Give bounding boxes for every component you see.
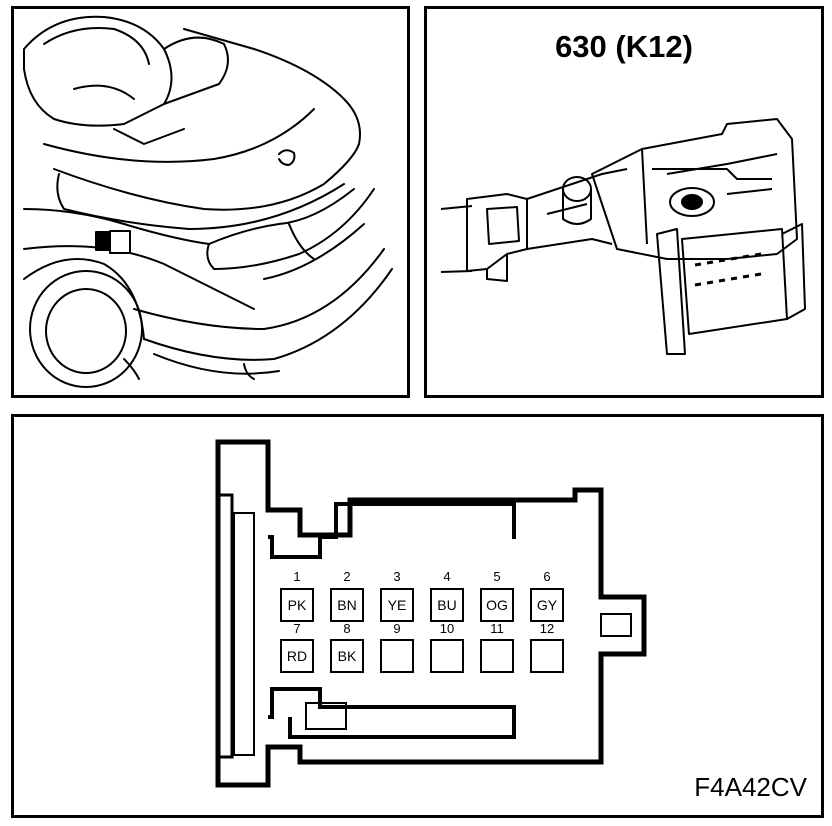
connector-title: 630 (K12) [555, 29, 693, 64]
pin-7-wire-color: RD [280, 639, 314, 673]
pin-5-wire-color: OG [480, 588, 514, 622]
pin-10-wire-color [430, 639, 464, 673]
pin-number-10: 10 [439, 621, 455, 636]
pin-9-wire-color [380, 639, 414, 673]
pin-number-4: 4 [443, 569, 451, 584]
pin-8-wire-color: BK [330, 639, 364, 673]
pin-number-6: 6 [543, 569, 551, 584]
pin-2-wire-color: BN [330, 588, 364, 622]
vehicle-rear-illustration [23, 15, 393, 388]
figure-code: F4A42CV [694, 772, 807, 802]
pin-12-wire-color [530, 639, 564, 673]
pin-number-8: 8 [343, 621, 351, 636]
pin-1-wire-color: PK [280, 588, 314, 622]
pin-number-7: 7 [293, 621, 301, 636]
connector-face-diagram [215, 439, 647, 788]
connector-view-panel: 630 (K12) [424, 6, 824, 398]
pin-4-wire-color: BU [430, 588, 464, 622]
pin-11-wire-color [480, 639, 514, 673]
connector-3d-illustration [440, 118, 806, 355]
pin-number-12: 12 [539, 621, 555, 636]
pin-number-2: 2 [343, 569, 351, 584]
vehicle-location-panel [11, 6, 410, 398]
pin-number-5: 5 [493, 569, 501, 584]
pin-6-wire-color: GY [530, 588, 564, 622]
pin-number-11: 11 [490, 621, 504, 636]
pin-3-wire-color: YE [380, 588, 414, 622]
pin-number-3: 3 [393, 569, 401, 584]
pin-number-9: 9 [393, 621, 401, 636]
pin-number-1: 1 [293, 569, 301, 584]
